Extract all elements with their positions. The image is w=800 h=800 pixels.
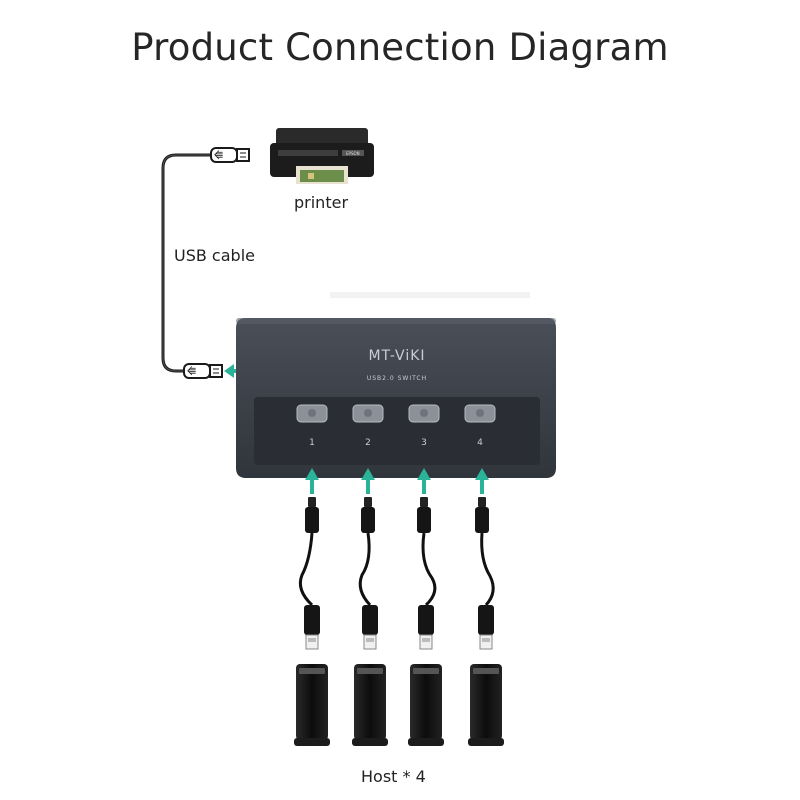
- arrow-up-icon: [305, 468, 319, 494]
- svg-text:⭅: ⭅: [214, 150, 223, 162]
- printer-brand: EPSON: [346, 151, 360, 156]
- svg-text:⭅: ⭅: [187, 366, 196, 378]
- printer-icon: EPSON: [270, 128, 374, 184]
- host-connection-2: [352, 468, 388, 746]
- host-connection-4: [468, 468, 504, 746]
- usb-b-plug-icon: [305, 497, 319, 533]
- host-connection-3: [408, 468, 444, 746]
- port-label-1: 1: [309, 438, 315, 448]
- diagram-title: Product Connection Diagram: [131, 26, 669, 69]
- usb-b-plug-icon: [417, 497, 431, 533]
- usb-cable-label: USB cable: [174, 246, 255, 265]
- switch-model: USB2.0 SWITCH: [367, 375, 427, 382]
- port-button-2[interactable]: [352, 404, 384, 423]
- port-button-3[interactable]: [408, 404, 440, 423]
- host-dongle-icon: [352, 664, 388, 746]
- cable-icon: [480, 532, 495, 607]
- usb-b-plug-icon: [361, 497, 375, 533]
- port-label-4: 4: [477, 438, 483, 448]
- cable-icon: [421, 532, 437, 607]
- usb-a-plug-icon: [304, 605, 320, 650]
- port-label-2: 2: [365, 438, 371, 448]
- cable-icon: [358, 532, 372, 607]
- host-dongle-icon: [468, 664, 504, 746]
- host-connection-1: [294, 468, 330, 746]
- usb-cable: [161, 153, 213, 373]
- printer-label: printer: [294, 193, 349, 212]
- usb-a-plug-icon: [362, 605, 378, 650]
- usb-plug-bottom-icon: ⭅: [183, 363, 223, 379]
- port-button-1[interactable]: [296, 404, 328, 423]
- usb-plug-top-icon: ⭅: [210, 147, 250, 163]
- switch-brand: MT-ViKI: [368, 348, 425, 364]
- switch-shadow: [330, 292, 530, 298]
- port-button-4[interactable]: [464, 404, 496, 423]
- arrow-up-icon: [475, 468, 489, 494]
- usb-a-plug-icon: [478, 605, 494, 650]
- usb-b-plug-icon: [475, 497, 489, 533]
- arrow-up-icon: [417, 468, 431, 494]
- arrow-up-icon: [361, 468, 375, 494]
- usb-switch: MT-ViKI USB2.0 SWITCH 1 2 3 4: [236, 318, 556, 478]
- port-label-3: 3: [421, 438, 427, 448]
- host-dongle-icon: [408, 664, 444, 746]
- usb-a-plug-icon: [418, 605, 434, 650]
- host-dongle-icon: [294, 664, 330, 746]
- cable-icon: [298, 532, 314, 607]
- host-label: Host * 4: [361, 767, 426, 786]
